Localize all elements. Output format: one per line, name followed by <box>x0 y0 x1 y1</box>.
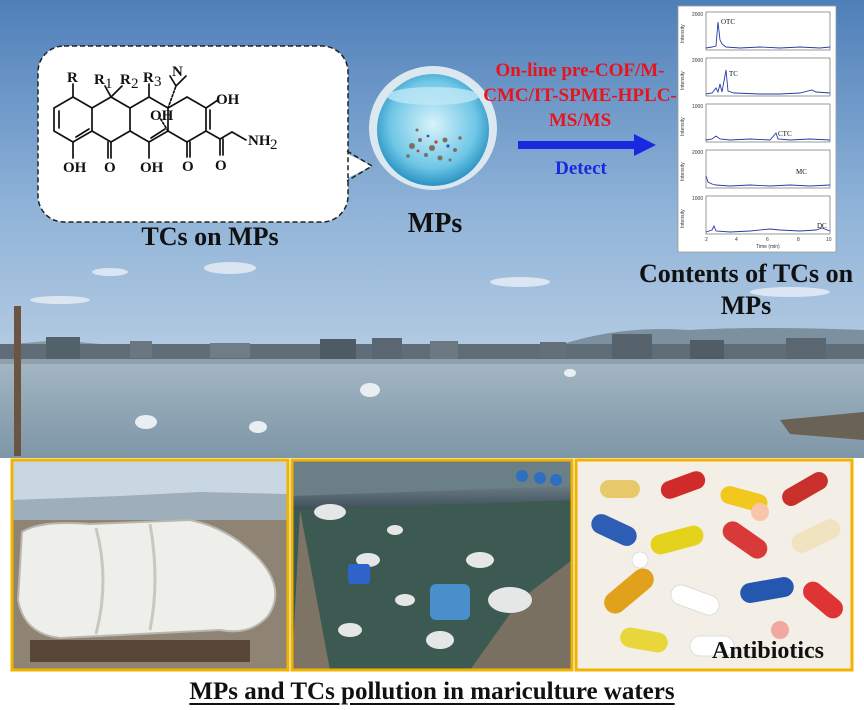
sea <box>0 352 864 460</box>
svg-text:OH: OH <box>216 92 240 108</box>
svg-text:R: R <box>120 72 131 88</box>
svg-text:2: 2 <box>131 76 139 92</box>
svg-text:O: O <box>104 160 116 176</box>
mps-label: MPs <box>407 208 463 239</box>
svg-text:OTC: OTC <box>721 18 735 26</box>
method-label: On-line pre-COF/M-CMC/IT-SPME-HPLC-MS/MS <box>483 60 677 131</box>
tetracycline-structure <box>53 75 247 159</box>
chromatogram-trace-ctc <box>705 132 831 141</box>
svg-text:1000: 1000 <box>692 196 703 202</box>
chromatogram-trace-dc <box>705 224 831 233</box>
svg-text:N: N <box>172 64 183 80</box>
svg-text:6: 6 <box>766 237 769 243</box>
svg-text:DC: DC <box>817 222 827 230</box>
svg-text:Time (min): Time (min) <box>756 244 780 250</box>
fish-farm-huts <box>0 334 864 364</box>
svg-text:Intensity: Intensity <box>680 71 686 90</box>
svg-text:1: 1 <box>105 76 113 92</box>
svg-text:2: 2 <box>270 137 278 153</box>
svg-text:OH: OH <box>63 160 87 176</box>
svg-text:OH: OH <box>150 108 174 124</box>
svg-text:10: 10 <box>826 237 832 243</box>
svg-text:2: 2 <box>705 237 708 243</box>
photo-borders <box>10 458 854 672</box>
svg-text:MC: MC <box>796 168 807 176</box>
chromatogram-trace-tc <box>705 69 831 95</box>
svg-text:8: 8 <box>797 237 800 243</box>
svg-text:O: O <box>215 158 227 174</box>
footer-caption: MPs and TCs pollution in mariculture wat… <box>189 678 675 705</box>
svg-text:OH: OH <box>140 160 164 176</box>
molecule-atoms: R R 1 R 2 R 3 N OH OH OH OH O O O NH 2 <box>63 64 278 176</box>
svg-text:Intensity: Intensity <box>680 209 686 228</box>
photo-floating-plastics <box>292 460 572 670</box>
antibiotics-label: Antibiotics <box>712 638 825 664</box>
microplastics-bowl <box>369 66 497 190</box>
detect-label: Detect <box>555 158 607 179</box>
svg-text:3: 3 <box>154 74 162 90</box>
svg-text:CTC: CTC <box>778 130 792 138</box>
tcs-on-mps-label: TCs on MPs <box>141 222 279 251</box>
clouds <box>30 262 830 304</box>
photo-antibiotic-capsules <box>576 460 852 670</box>
pier <box>780 412 864 440</box>
svg-text:TC: TC <box>729 70 738 78</box>
svg-text:O: O <box>182 159 194 175</box>
svg-text:Intensity: Intensity <box>680 162 686 181</box>
svg-text:R: R <box>67 70 78 86</box>
chromatogram-trace-mc <box>705 175 831 187</box>
contents-label: Contents of TCs on MPs <box>638 259 854 320</box>
svg-text:NH: NH <box>248 133 271 149</box>
svg-text:Intensity: Intensity <box>680 117 686 136</box>
svg-text:R: R <box>143 70 154 86</box>
chromatogram-trace-otc <box>705 21 831 49</box>
svg-text:R: R <box>94 72 105 88</box>
photo-foam-debris <box>12 460 288 670</box>
chromatograms-panel: Intensity Intensity Intensity Intensity … <box>677 5 837 253</box>
detect-arrow <box>518 134 656 156</box>
svg-text:2000: 2000 <box>692 150 703 156</box>
wooden-post <box>14 306 21 456</box>
svg-text:2000: 2000 <box>692 12 703 18</box>
floats <box>135 369 576 433</box>
svg-text:Intensity: Intensity <box>680 24 686 43</box>
svg-text:2000: 2000 <box>692 58 703 64</box>
molecule-bubble <box>37 45 374 223</box>
svg-text:4: 4 <box>735 237 738 243</box>
svg-text:1000: 1000 <box>692 104 703 110</box>
